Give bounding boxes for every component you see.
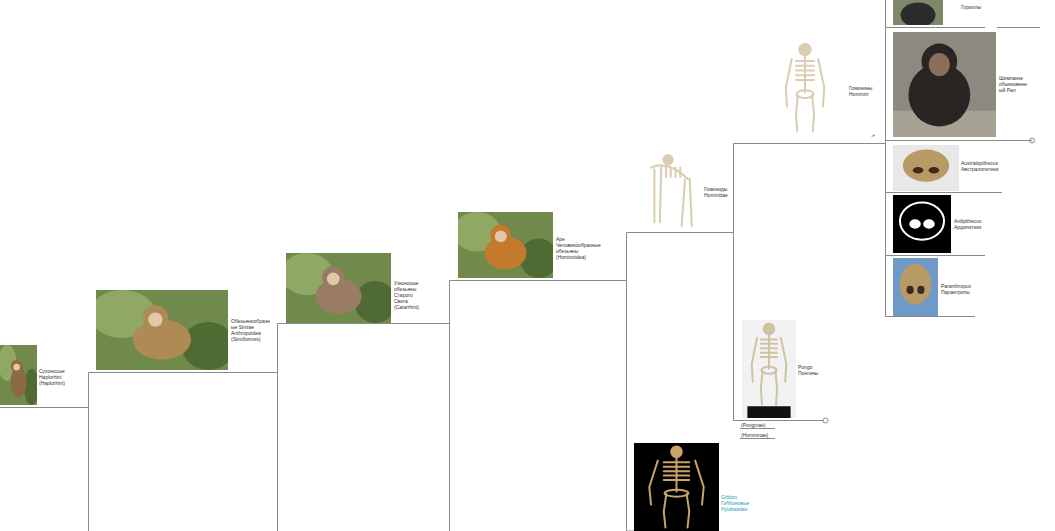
taxon-picture [775,40,835,135]
taxon-picture [96,290,228,370]
taxon-node: Обезьянообразные Simiae Anthropoidea (Si… [96,290,276,373]
taxon-picture [634,443,719,531]
taxon-picture [893,145,959,191]
taxon-name: Гориллы [960,4,982,10]
taxon-name: Ardipithecus Ардипитеки [953,218,985,230]
taxon-name: Шимпанзе обыкновенный Pan [998,75,1030,93]
taxon-node: Гориллы [893,0,985,28]
taxon-name: Gibbon Гиббоновые Hylobatidae [720,494,753,512]
tree-branch [876,144,893,256]
taxon-name: Обезьянообразные Simiae Anthropoidea (Si… [230,318,274,342]
taxon-picture [0,345,37,405]
taxon-picture [893,258,938,316]
taxon-node: Сухоносые Haplorhini (Haplorhini) [0,345,68,408]
taxon-name: Australopithecus Австралопитеки [960,160,1002,172]
tree-branch [876,144,893,193]
tree-branch [731,233,742,421]
taxon-name: Pongo Понгины [797,364,822,376]
taxon-node: Gibbon Гиббоновые Hylobatidae [634,443,753,531]
taxon-node: Ape Человекообразные обезьяны (Hominoide… [458,212,604,281]
clade-label: (Homininae) [741,432,768,438]
taxon-node: Pongo Понгины [742,320,822,421]
clade-label: (Ponginae) [741,422,765,428]
tree-branch [422,281,458,324]
taxon-name: Гоминины Hominini [848,85,876,97]
tree-branch [604,233,634,281]
taxon-picture [286,253,391,323]
taxon-node: Узконосые обезьяны Старого Света (Catarr… [286,253,422,324]
taxon-name: Узконосые обезьяны Старого Света (Catarr… [393,280,422,310]
tree-branch [604,281,634,531]
tree-branch [276,324,286,373]
tree-branch [876,28,893,144]
tree-branch [876,144,893,317]
taxon-node: Paranthropus Парантропы [893,258,975,317]
tree-branch [68,373,96,408]
taxon-name: Ape Человекообразные обезьяны (Hominoide… [555,236,604,260]
taxon-picture [634,152,702,230]
taxon-name: Гоминиды Hominidae [703,186,731,198]
taxon-node: Australopithecus Австралопитеки [893,145,1002,193]
taxon-picture [893,32,996,137]
taxon-node: Гоминиды Hominidae [634,152,731,233]
taxon-name: Сухоносые Haplorhini (Haplorhini) [38,368,68,386]
taxon-picture [742,320,796,418]
taxon-picture [458,212,553,278]
taxon-node: Ardipithecus Ардипитеки [893,195,985,256]
taxon-name: Paranthropus Парантропы [940,283,975,295]
tree-branch [731,144,775,233]
taxon-node: Шимпанзе обыкновенный Pan [893,32,1032,141]
taxon-picture [893,195,951,253]
taxon-picture [893,0,943,25]
taxon-node: Гоминины Hominini [775,40,876,144]
